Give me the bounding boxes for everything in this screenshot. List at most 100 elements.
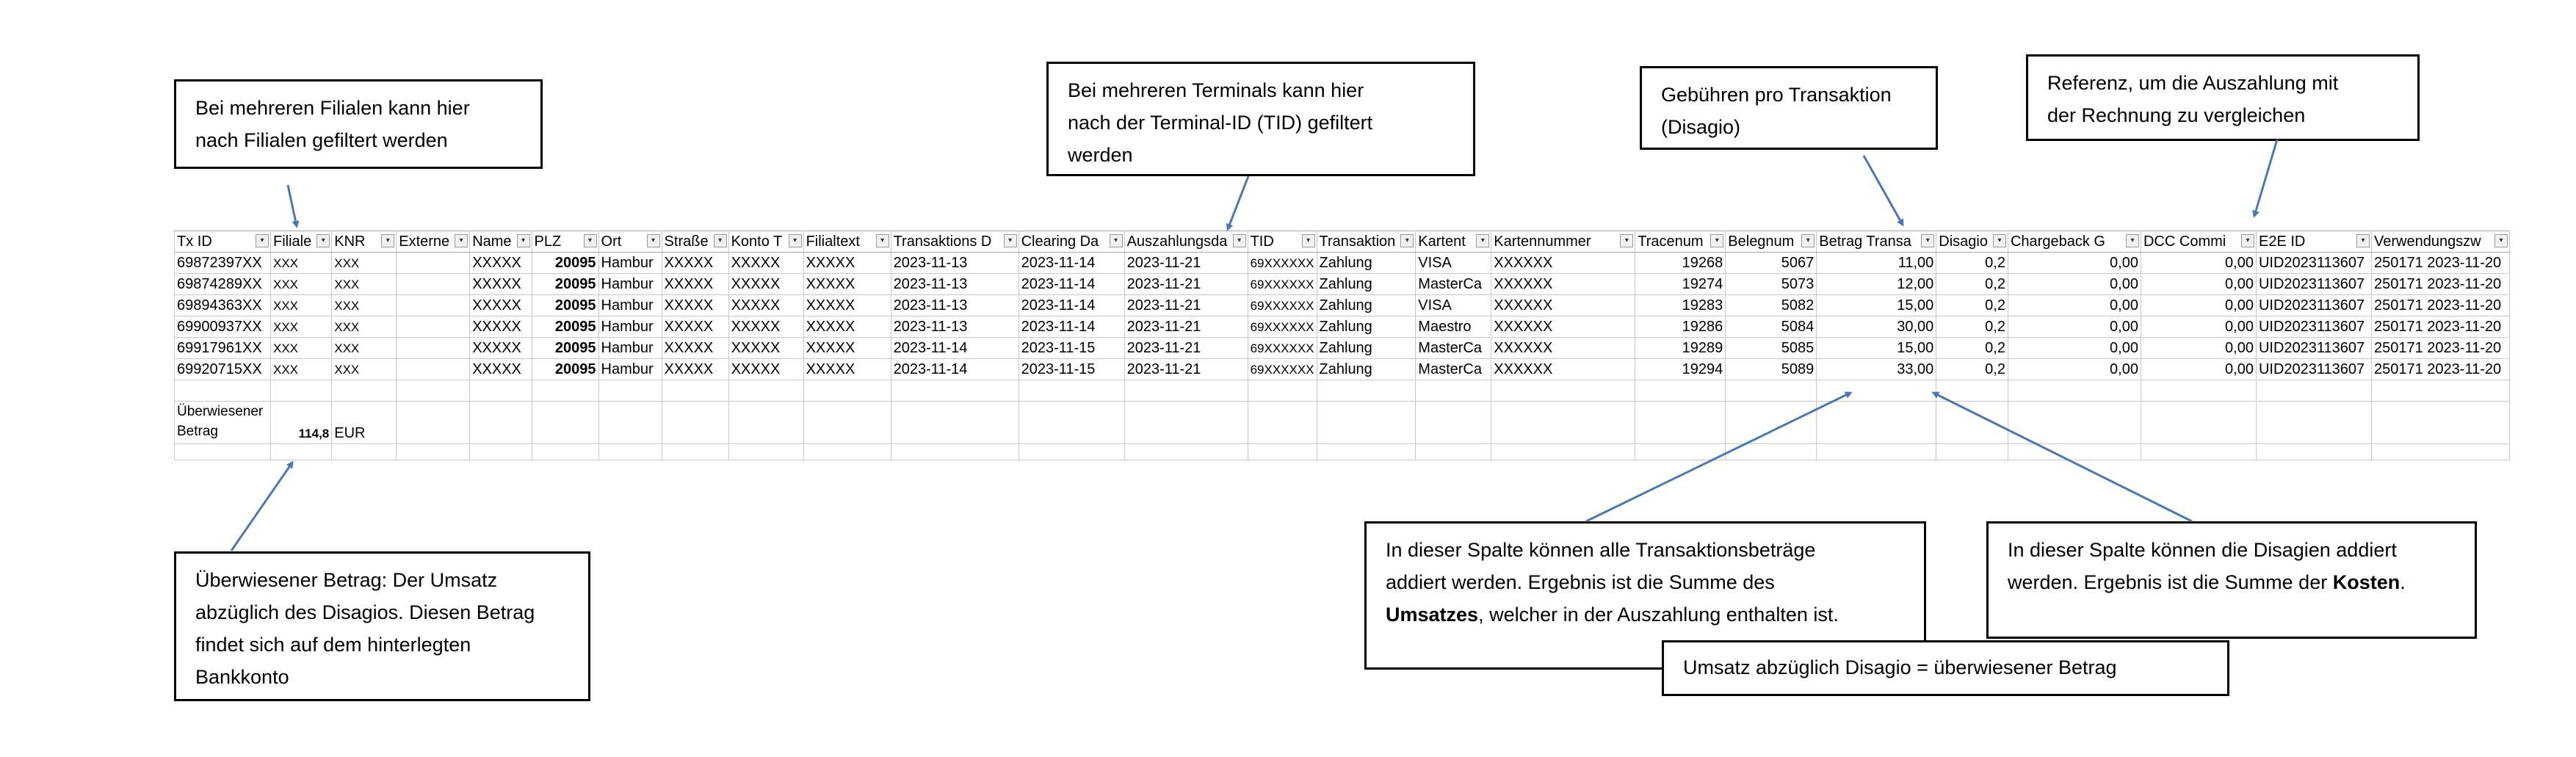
column-header-label: Auszahlungsda [1126, 233, 1228, 250]
filter-dropdown-icon[interactable]: ▾ [788, 234, 802, 247]
filter-dropdown-icon[interactable]: ▾ [646, 234, 660, 247]
table-cell: 69894363XX [174, 294, 271, 316]
filter-dropdown-icon[interactable]: ▾ [1921, 234, 1935, 247]
filter-dropdown-icon[interactable]: ▾ [1992, 234, 2006, 247]
table-cell [890, 401, 1019, 444]
column-header[interactable]: E2E ID▾ [2255, 231, 2372, 253]
filter-dropdown-icon[interactable]: ▾ [1400, 234, 1414, 247]
table-cell [1124, 443, 1248, 460]
table-cell: XXXXXX [1491, 294, 1636, 316]
table-cell [1936, 401, 2008, 444]
filter-dropdown-icon[interactable]: ▾ [1232, 234, 1246, 247]
column-header[interactable]: Tx ID▾ [174, 231, 271, 253]
table-cell: XXXXX [661, 316, 729, 338]
table-cell [2370, 443, 2510, 460]
table-cell: XXX [331, 316, 397, 338]
column-header[interactable]: Verwendungszw▾ [2370, 231, 2510, 253]
column-header[interactable]: Belegnum▾ [1725, 231, 1817, 253]
column-header[interactable]: Chargeback G▾ [2007, 231, 2141, 253]
column-header[interactable]: Filialtext ▾ [803, 231, 891, 253]
column-header[interactable]: Kartent▾ [1415, 231, 1492, 253]
table-cell: Zahlung [1316, 252, 1417, 274]
filter-dropdown-icon[interactable]: ▾ [2240, 234, 2254, 247]
filter-dropdown-icon[interactable]: ▾ [1620, 234, 1634, 247]
column-header[interactable]: Konto T▾ [728, 231, 804, 253]
column-header-label: Betrag Transa [1819, 233, 1911, 250]
column-header[interactable]: Name▾ [469, 231, 532, 253]
column-header[interactable]: KNR▾ [331, 231, 397, 253]
filter-dropdown-icon[interactable]: ▾ [381, 234, 395, 247]
column-header-label: Straße [664, 233, 709, 250]
column-header[interactable]: Filiale▾ [269, 231, 333, 253]
table-cell: 5067 [1725, 252, 1817, 274]
filter-dropdown-icon[interactable]: ▾ [1109, 234, 1123, 247]
column-header[interactable]: TID▾ [1247, 231, 1317, 253]
filter-dropdown-icon[interactable]: ▾ [2356, 234, 2370, 247]
callout-referenz: Referenz, um die Auszahlung mit der Rech… [2026, 54, 2420, 141]
filter-dropdown-icon[interactable]: ▾ [1710, 234, 1724, 247]
header-row: Tx ID▾Filiale▾KNR▾Externe▾Name▾PLZ▾Ort▾S… [174, 231, 2510, 253]
table-cell: 19274 [1635, 273, 1726, 295]
table-cell [1491, 401, 1636, 444]
table-cell: 2023-11-14 [1018, 252, 1125, 274]
column-header[interactable]: Transaktions D▾ [890, 231, 1019, 253]
table-cell: 0,2 [1936, 294, 2008, 316]
table-cell [1247, 380, 1317, 402]
filter-dropdown-icon[interactable]: ▾ [713, 234, 727, 247]
arrow-ueberwiesen [230, 460, 294, 551]
column-header[interactable]: Auszahlungsda ▾ [1124, 231, 1248, 253]
filter-dropdown-icon[interactable]: ▾ [316, 234, 330, 247]
filter-dropdown-icon[interactable]: ▾ [516, 234, 530, 247]
column-header[interactable]: Transaktion▾ [1316, 231, 1417, 253]
table-cell: XXXXX [661, 252, 729, 274]
filter-dropdown-icon[interactable]: ▾ [1801, 234, 1815, 247]
table-cell [396, 337, 471, 359]
reference-date: 2023-11-20 [2427, 254, 2502, 271]
column-header[interactable]: Betrag Transa ▾ [1816, 231, 1937, 253]
table-cell [331, 380, 397, 402]
column-header-label: Filialtext [806, 233, 860, 250]
filter-dropdown-icon[interactable]: ▾ [256, 234, 269, 247]
table-cell [469, 401, 532, 444]
table-cell: 5073 [1725, 273, 1817, 295]
table-cell [269, 443, 333, 460]
column-header[interactable]: Disagio▾ [1936, 231, 2008, 253]
filter-dropdown-icon[interactable]: ▾ [2494, 234, 2508, 247]
filter-dropdown-icon[interactable]: ▾ [455, 234, 468, 247]
reference-date: 2023-11-20 [2427, 297, 2502, 314]
table-cell: 250171 2023-11-20 [2370, 337, 2510, 359]
filter-dropdown-icon[interactable]: ▾ [1003, 234, 1017, 247]
column-header[interactable]: Straße ▾ [661, 231, 729, 253]
filter-dropdown-icon[interactable]: ▾ [583, 234, 597, 247]
filter-dropdown-icon[interactable]: ▾ [1301, 234, 1315, 247]
callout-filialen: Bei mehreren Filialen kann hier nach Fil… [174, 79, 543, 169]
column-header[interactable]: PLZ▾ [531, 231, 599, 253]
table-cell: XXXXXX [1491, 273, 1636, 295]
table-cell: MasterCa [1415, 273, 1492, 295]
table-cell: XXX [269, 273, 333, 295]
table-cell: XXXXX [469, 252, 532, 274]
table-cell: 20095 [531, 252, 599, 274]
callout-line: Gebühren pro Transaktion [1661, 84, 1892, 106]
column-header[interactable]: Externe▾ [396, 231, 471, 253]
table-cell: XXX [269, 252, 333, 274]
column-header[interactable]: Kartennummer▾ [1491, 231, 1636, 253]
table-cell: XXX [269, 337, 333, 359]
filter-dropdown-icon[interactable]: ▾ [2125, 234, 2139, 247]
table-cell: XXXXXX [1491, 252, 1636, 274]
table-cell: 2023-11-14 [1018, 294, 1125, 316]
callout-transaktionsbetraege: In dieser Spalte können alle Transaktion… [1364, 521, 1926, 670]
column-header[interactable]: DCC Commi▾ [2140, 231, 2257, 253]
filter-dropdown-icon[interactable]: ▾ [1476, 234, 1490, 247]
filter-dropdown-icon[interactable]: ▾ [875, 234, 889, 247]
reference-date: 2023-11-20 [2427, 318, 2502, 335]
table-cell [803, 401, 891, 444]
column-header[interactable]: Ort▾ [598, 231, 662, 253]
table-cell [1635, 380, 1726, 402]
column-header[interactable]: Tracenum▾ [1635, 231, 1726, 253]
table-cell: 19294 [1635, 358, 1726, 380]
table-cell [2370, 401, 2510, 444]
table-cell: MasterCa [1415, 337, 1492, 359]
